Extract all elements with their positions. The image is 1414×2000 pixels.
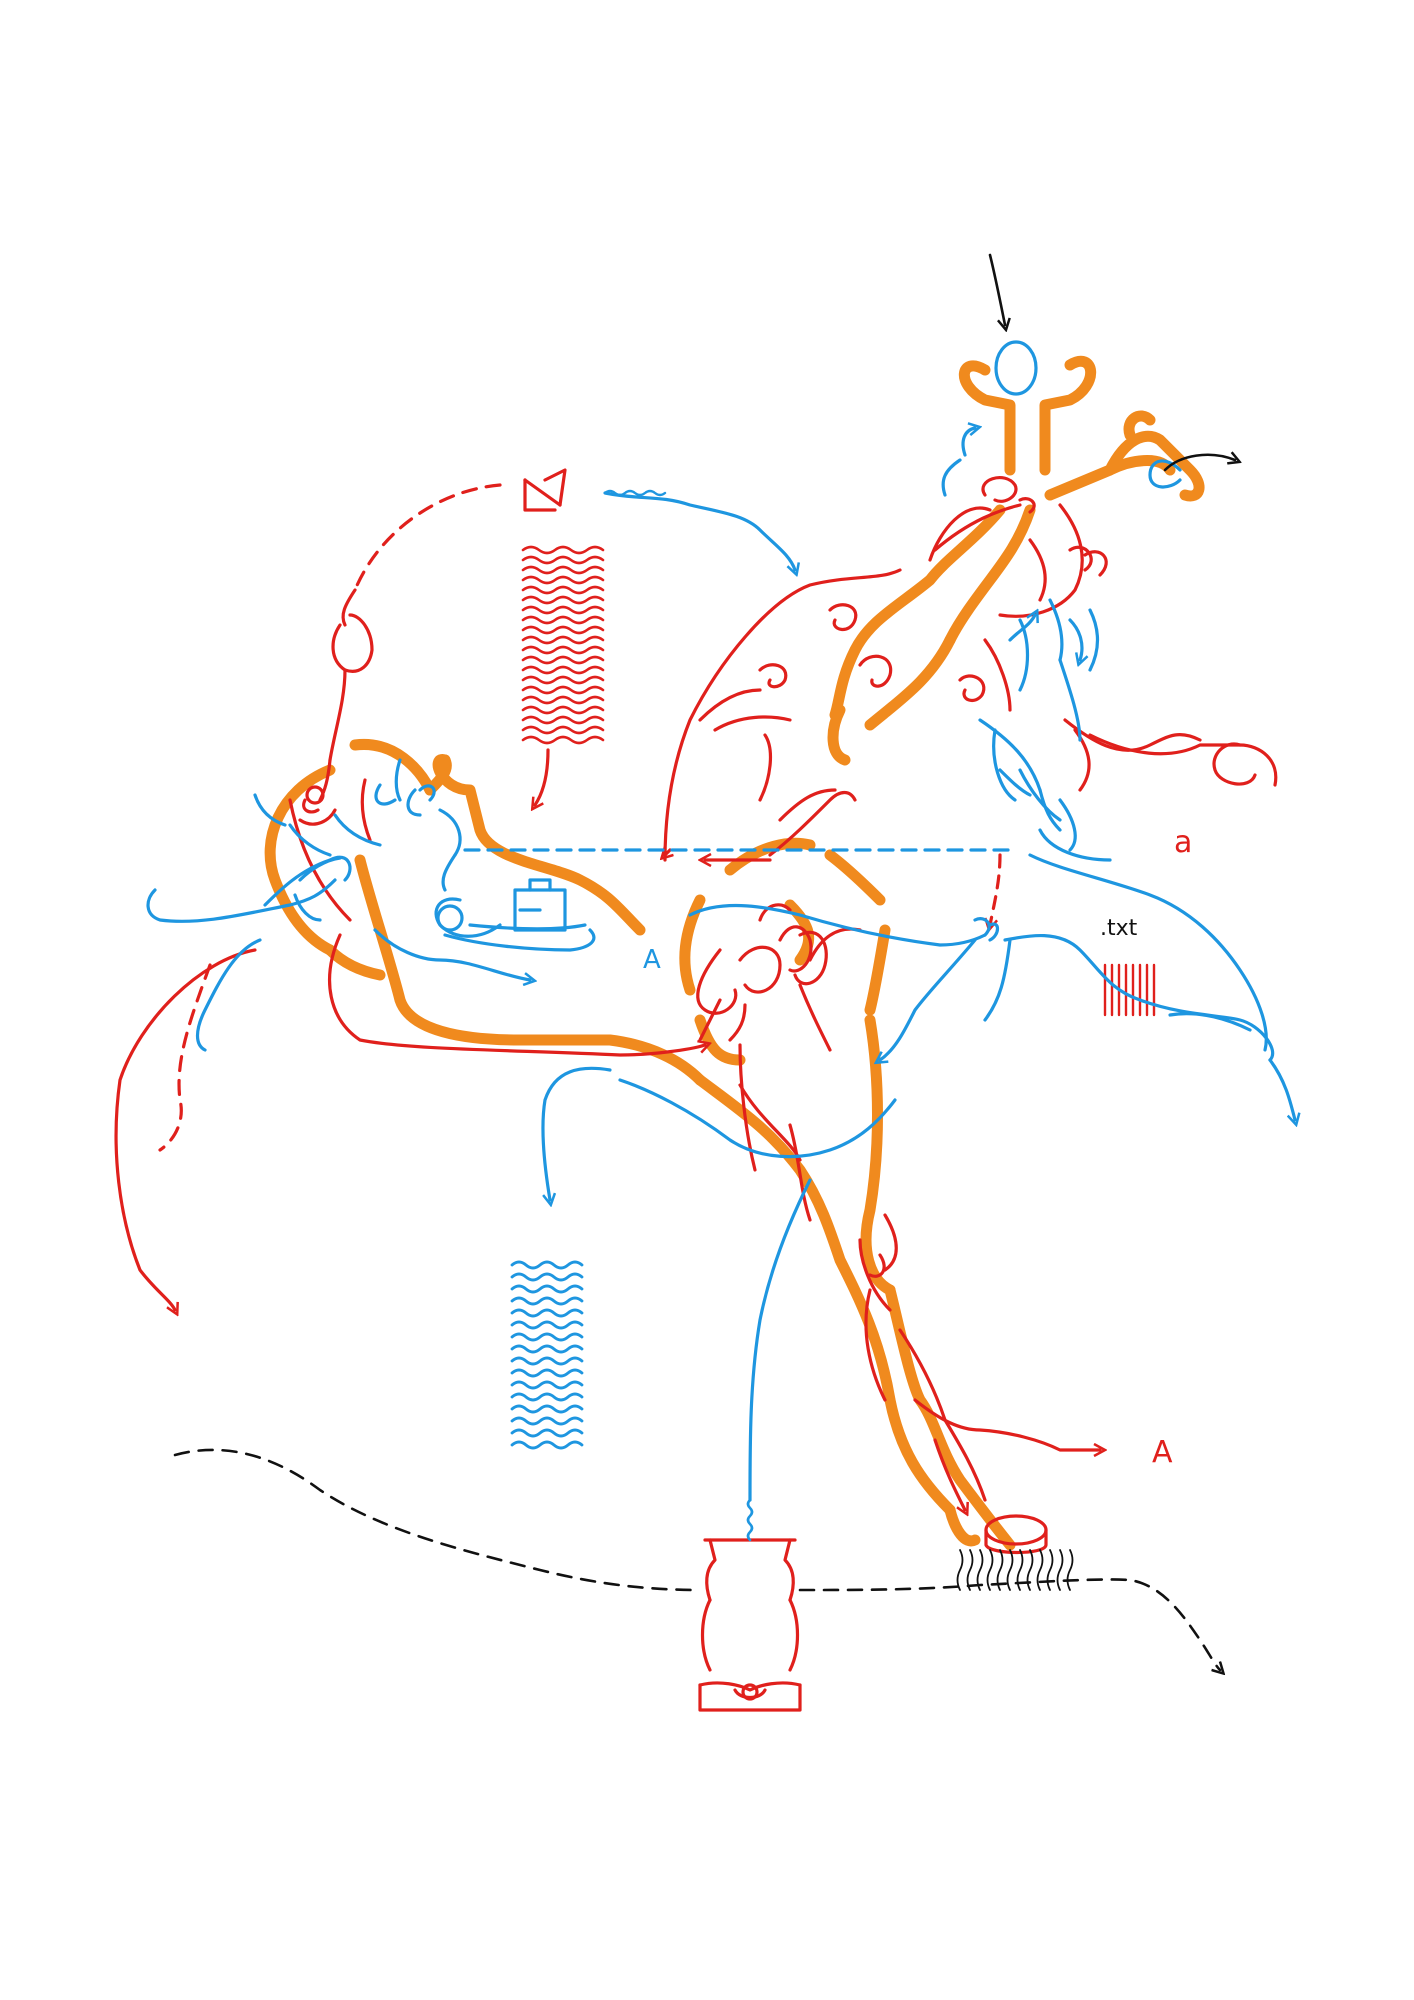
- label-red-a-small: a: [1174, 825, 1192, 860]
- label-blue-a: A: [643, 945, 661, 975]
- label-txt: .txt: [1100, 916, 1138, 941]
- label-red-a-big: A: [1152, 1435, 1173, 1470]
- black-strokes: [173, 253, 1235, 1670]
- red-strokes: [114, 468, 1278, 1712]
- blue-strokes: [146, 340, 1295, 1542]
